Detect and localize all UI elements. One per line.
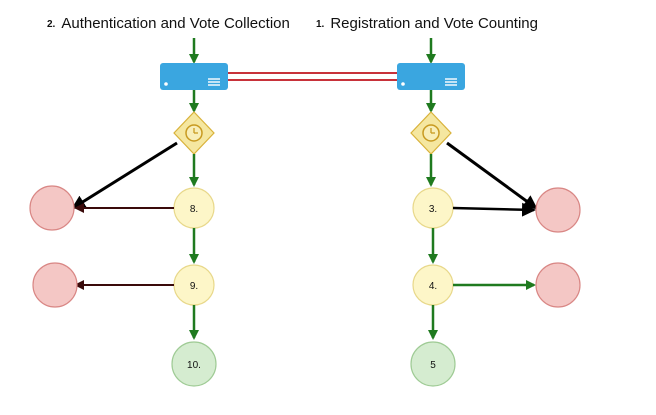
right-section-heading: 1. Registration and Vote Counting: [316, 15, 538, 33]
node-10-label: 10.: [187, 360, 201, 371]
left-section-number: 2.: [47, 19, 56, 30]
right-section-number: 1.: [316, 19, 325, 30]
node-4-label: 4.: [429, 281, 437, 292]
node-5-label: 5: [430, 360, 436, 371]
arrow-left-timer-to-node: [71, 141, 178, 210]
reject-node-left-1: [29, 185, 75, 231]
reject-node-left-2: [32, 262, 78, 308]
arrow-3-to-red-node: [452, 202, 536, 217]
node-5: [410, 341, 456, 387]
right-section-title: Registration and Vote Counting: [330, 15, 538, 32]
left-section-title: Authentication and Vote Collection: [61, 15, 290, 32]
left-section-heading: 2. Authentication and Vote Collection: [47, 15, 290, 33]
node-8-label: 8.: [190, 204, 198, 215]
node-9-label: 9.: [190, 281, 198, 292]
node-10: [171, 341, 217, 387]
clock-icon: [173, 111, 215, 155]
reject-node-right-1: [535, 187, 581, 233]
node-3-label: 3.: [429, 204, 437, 215]
arrow-right-timer-to-node: [446, 141, 538, 210]
clock-icon: [410, 111, 452, 155]
reject-node-right-2: [535, 262, 581, 308]
server-link: [228, 72, 398, 81]
server-icon: [397, 63, 465, 90]
server-icon: [160, 63, 228, 90]
